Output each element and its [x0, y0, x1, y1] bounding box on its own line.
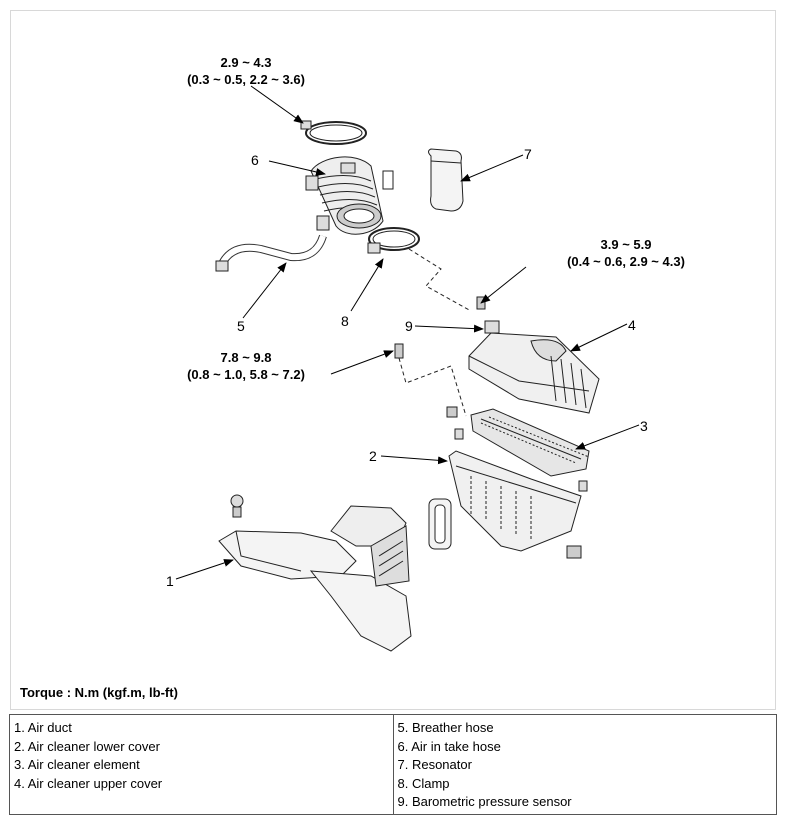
legend-item: 2. Air cleaner lower cover: [14, 738, 160, 754]
callout-5: 5: [237, 318, 245, 334]
torque-2-value: 3.9 ~ 5.9: [600, 237, 652, 252]
legend-item: 8. Clamp: [397, 775, 450, 791]
upper-cover-part: [468, 332, 600, 414]
torque-3-value: 7.8 ~ 9.8: [220, 350, 272, 365]
torque-annotation-2: 3.9 ~ 5.9 (0.4 ~ 0.6, 2.9 ~ 4.3): [541, 236, 711, 270]
legend-item: 1. Air duct: [14, 720, 72, 735]
torque-1-value: 2.9 ~ 4.3: [220, 55, 272, 70]
callout-7: 7: [524, 146, 532, 162]
torque-2-detail: (0.4 ~ 0.6, 2.9 ~ 4.3): [567, 254, 685, 269]
callout-6: 6: [251, 152, 259, 168]
legend-column-left: 1. Air duct 2. Air cleaner lower cover 3…: [10, 715, 393, 814]
resonator-part: [428, 148, 464, 212]
filter-element-part: [470, 408, 590, 477]
diagram-drawing: [175, 85, 640, 652]
callout-2: 2: [369, 448, 377, 464]
legend-item: 3. Air cleaner element: [14, 757, 140, 772]
callout-9: 9: [405, 318, 413, 334]
callout-1: 1: [166, 573, 174, 589]
legend-item: 5. Breather hose: [397, 720, 494, 735]
legend-item: 9. Barometric pressure sensor: [397, 794, 572, 809]
clamp-part: [367, 227, 420, 254]
air-duct-part: [218, 494, 412, 652]
sensor-part: [476, 296, 500, 334]
breather-hose-part: [215, 215, 330, 272]
callout-4: 4: [628, 317, 636, 333]
callout-3: 3: [640, 418, 648, 434]
legend-item: 4. Air cleaner upper cover: [14, 775, 163, 791]
exploded-diagram: 2.9 ~ 4.3 (0.3 ~ 0.5, 2.2 ~ 3.6) 3.9 ~ 5…: [10, 10, 776, 710]
bolt-part: [394, 343, 467, 440]
air-intake-hose-part: [305, 156, 394, 235]
legend-item: 6. Air in take hose: [397, 738, 501, 754]
callout-8: 8: [341, 313, 349, 329]
upper-clamp-part: [300, 120, 367, 145]
torque-annotation-1: 2.9 ~ 4.3 (0.3 ~ 0.5, 2.2 ~ 3.6): [161, 54, 331, 88]
lower-cover-part: [448, 450, 588, 559]
torque-unit-note: Torque : N.m (kgf.m, lb-ft): [20, 685, 178, 700]
torque-1-detail: (0.3 ~ 0.5, 2.2 ~ 3.6): [187, 72, 305, 87]
legend-column-right: 5. Breather hose 6. Air in take hose 7. …: [392, 715, 777, 814]
torque-annotation-3: 7.8 ~ 9.8 (0.8 ~ 1.0, 5.8 ~ 7.2): [161, 349, 331, 383]
legend-item: 7. Resonator: [397, 757, 472, 772]
grommet-part: [428, 498, 452, 550]
torque-3-detail: (0.8 ~ 1.0, 5.8 ~ 7.2): [187, 367, 305, 382]
parts-legend-table: 1. Air duct 2. Air cleaner lower cover 3…: [9, 714, 777, 815]
